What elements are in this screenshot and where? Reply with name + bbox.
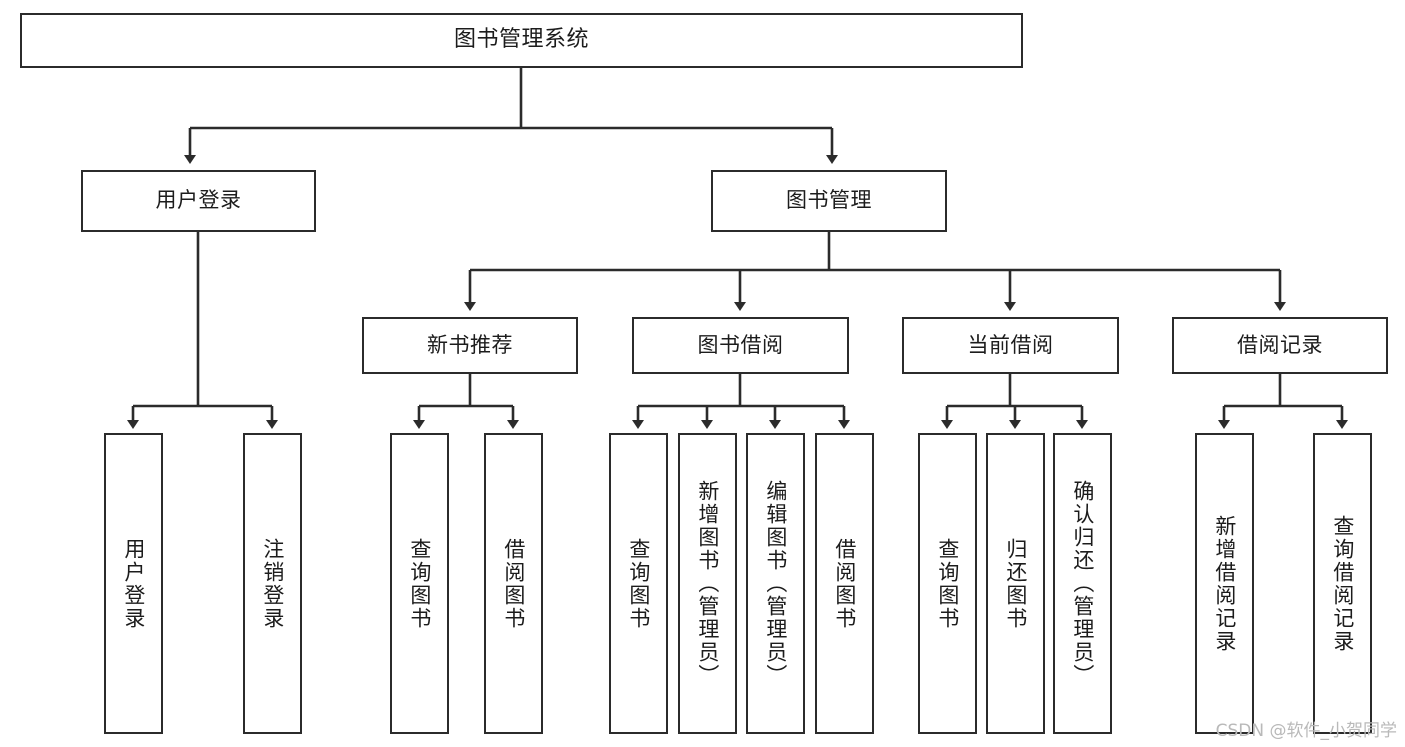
leaf-new-book-borrow[interactable]: 借阅图书 (484, 433, 543, 734)
leaf-borrow-query-book[interactable]: 查询图书 (609, 433, 668, 734)
node-book-borrow[interactable]: 图书借阅 (632, 317, 849, 374)
watermark-text: CSDN @软件_小贺同学 (1215, 721, 1397, 741)
node-label: 归还图书 (1003, 537, 1028, 630)
node-label: 图书管理 (786, 188, 872, 213)
node-borrow-records[interactable]: 借阅记录 (1172, 317, 1388, 374)
node-label: 编辑图书（管理员） (763, 480, 788, 687)
node-user-login[interactable]: 用户登录 (81, 170, 316, 232)
leaf-borrow-edit-book[interactable]: 编辑图书（管理员） (746, 433, 805, 734)
node-label: 查询图书 (407, 537, 432, 630)
node-label: 确认归还（管理员） (1070, 480, 1095, 687)
leaf-current-query-book[interactable]: 查询图书 (918, 433, 977, 734)
node-label: 图书管理系统 (453, 27, 589, 53)
node-label: 注销登录 (260, 537, 285, 630)
node-current-borrow[interactable]: 当前借阅 (902, 317, 1119, 374)
leaf-user-login-signout[interactable]: 注销登录 (243, 433, 302, 734)
node-label: 借阅图书 (832, 537, 857, 630)
node-label: 用户登录 (155, 188, 242, 213)
node-label: 用户登录 (121, 537, 146, 630)
node-root-system[interactable]: 图书管理系统 (20, 13, 1023, 68)
node-label: 当前借阅 (967, 332, 1054, 357)
leaf-records-query-record[interactable]: 查询借阅记录 (1313, 433, 1372, 734)
leaf-user-login-signin[interactable]: 用户登录 (104, 433, 163, 734)
node-label: 查询图书 (626, 537, 651, 630)
node-new-book-recommend[interactable]: 新书推荐 (362, 317, 578, 374)
leaf-borrow-add-book[interactable]: 新增图书（管理员） (678, 433, 737, 734)
leaf-current-confirm-return[interactable]: 确认归还（管理员） (1053, 433, 1112, 734)
node-label: 新书推荐 (427, 332, 513, 357)
node-label: 图书借阅 (697, 332, 784, 357)
node-label: 借阅图书 (501, 537, 526, 630)
node-label: 新增借阅记录 (1212, 514, 1237, 653)
node-label: 查询图书 (935, 537, 960, 630)
node-label: 新增图书（管理员） (695, 480, 720, 687)
leaf-new-book-query[interactable]: 查询图书 (390, 433, 449, 734)
node-label: 借阅记录 (1237, 332, 1323, 357)
node-book-management[interactable]: 图书管理 (711, 170, 947, 232)
node-label: 查询借阅记录 (1330, 514, 1355, 653)
leaf-current-return-book[interactable]: 归还图书 (986, 433, 1045, 734)
leaf-borrow-borrow-book[interactable]: 借阅图书 (815, 433, 874, 734)
leaf-records-add-record[interactable]: 新增借阅记录 (1195, 433, 1254, 734)
